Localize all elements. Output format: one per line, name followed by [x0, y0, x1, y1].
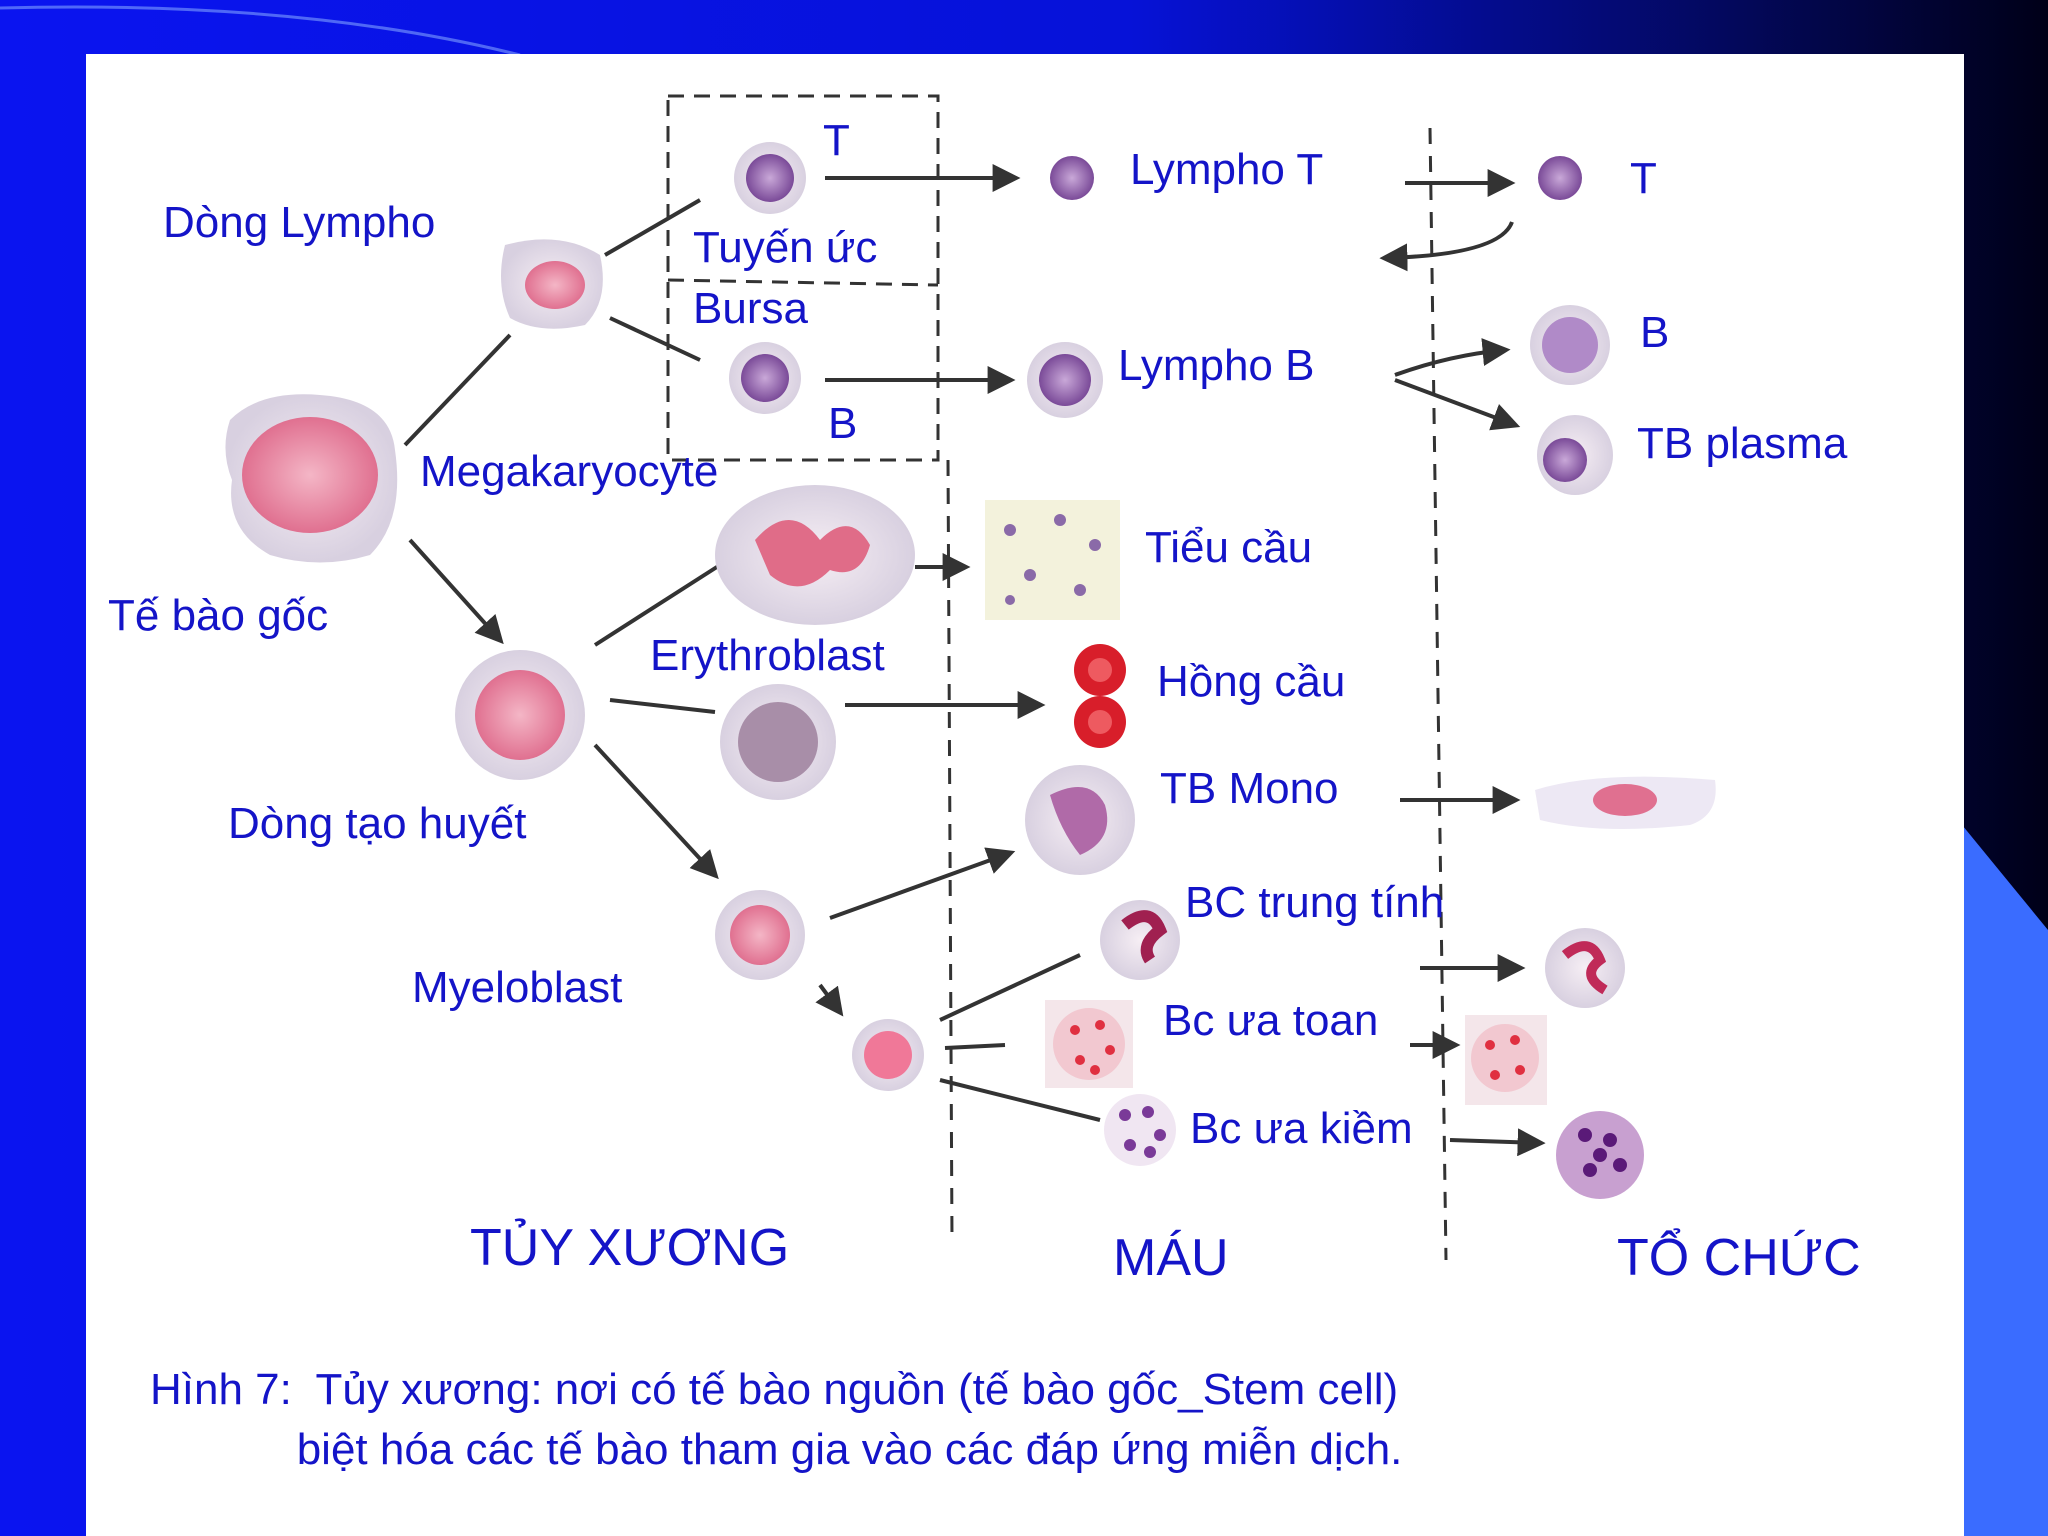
label-dong-lympho: Dòng Lympho [163, 198, 435, 247]
thymus-t-cell-icon [734, 142, 806, 214]
label-hong-cau: Hồng cầu [1157, 657, 1345, 706]
label-b-tissue: B [1640, 308, 1669, 357]
divider-blood-tissue [1428, 127, 1448, 1261]
label-tuyen-uc: Tuyến ức [693, 223, 877, 272]
granulocyte-precursor-icon [852, 1019, 924, 1091]
arrows [403, 164, 1546, 1157]
eosinophil-tissue-icon [1465, 1015, 1547, 1105]
figure-caption: Hình 7: Tủy xương: nơi có tế bào nguồn (… [150, 1360, 1402, 1480]
slide-accent-shape [1958, 820, 2048, 1536]
myeloid-progenitor-icon [455, 650, 585, 780]
lympho-t-blood-icon [1050, 156, 1094, 200]
divider-bone-marrow-blood [946, 459, 954, 1241]
label-bc-ua-kiem: Bc ưa kiềm [1190, 1104, 1413, 1153]
myeloblast-icon [715, 890, 805, 980]
section-tuy-xuong: TỦY XƯƠNG [470, 1218, 789, 1277]
lymphoid-progenitor-icon [501, 239, 603, 329]
label-dong-tao-huyet: Dòng tạo huyết [228, 799, 526, 848]
megakaryocyte-icon [715, 485, 915, 625]
label-lympho-t: Lympho T [1130, 145, 1323, 194]
title-arc-decoration [0, 5, 521, 57]
label-t-tissue: T [1630, 154, 1657, 203]
t-cell-tissue-icon [1538, 156, 1582, 200]
label-bursa: Bursa [693, 284, 808, 333]
label-megakaryocyte: Megakaryocyte [420, 447, 718, 496]
label-tb-plasma: TB plasma [1637, 419, 1848, 468]
label-te-bao-goc: Tế bào gốc [108, 591, 328, 640]
plasma-cell-icon [1537, 415, 1613, 495]
label-b-bursa: B [828, 399, 857, 448]
label-tieu-cau: Tiểu cầu [1145, 523, 1312, 572]
erythroblast-icon [720, 684, 836, 800]
bursa-b-cell-icon [729, 342, 801, 414]
label-lympho-b: Lympho B [1118, 341, 1314, 390]
label-myeloblast: Myeloblast [412, 963, 622, 1012]
neutrophil-icon [1100, 900, 1180, 980]
section-to-chuc: TỔ CHỨC [1617, 1228, 1861, 1287]
label-bc-ua-toan: Bc ưa toan [1163, 996, 1378, 1045]
basophil-icon [1104, 1094, 1176, 1166]
caption-line-2: biệt hóa các tế bào tham gia vào các đáp… [150, 1425, 1403, 1474]
caption-line-1: Hình 7: Tủy xương: nơi có tế bào nguồn (… [150, 1365, 1399, 1414]
thymus-bursa-dashed-box [666, 94, 940, 462]
macrophage-tissue-icon [1535, 776, 1716, 829]
basophil-tissue-icon [1556, 1111, 1644, 1199]
lympho-b-blood-icon [1027, 342, 1103, 418]
label-erythroblast: Erythroblast [650, 631, 885, 680]
neutrophil-tissue-icon [1545, 928, 1625, 1008]
monocyte-icon [1025, 765, 1135, 875]
b-cell-tissue-icon [1530, 305, 1610, 385]
red-blood-cells-icon [1074, 644, 1126, 748]
label-t-thymus: T [823, 116, 850, 165]
label-bc-trung-tinh: BC trung tính [1185, 878, 1444, 927]
eosinophil-icon [1045, 1000, 1133, 1088]
platelets-icon [985, 500, 1120, 620]
stem-cell-icon [225, 394, 398, 563]
section-mau: MÁU [1113, 1229, 1229, 1287]
label-tb-mono: TB Mono [1160, 764, 1339, 813]
